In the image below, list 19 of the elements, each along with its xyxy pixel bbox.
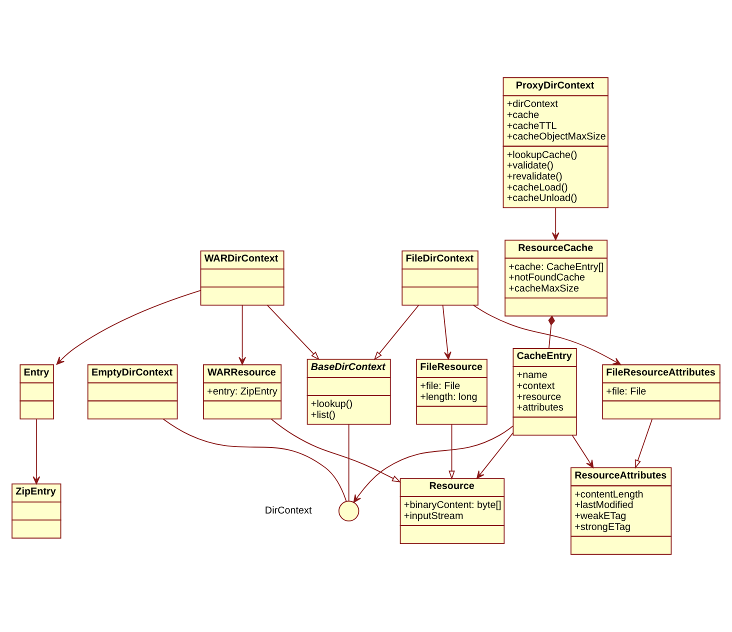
connector xyxy=(162,418,347,502)
arrow xyxy=(374,304,420,360)
arrow xyxy=(56,290,202,365)
arrow xyxy=(442,304,452,360)
arrow xyxy=(270,418,402,482)
connector xyxy=(348,424,350,502)
arrow xyxy=(473,304,622,366)
connector xyxy=(548,315,556,349)
node-circle xyxy=(338,500,360,522)
arrow xyxy=(32,418,40,484)
arrow xyxy=(238,304,246,365)
arrow xyxy=(266,304,320,360)
arrow xyxy=(476,432,514,479)
arrow xyxy=(572,435,594,468)
node-label: DirContext xyxy=(264,506,312,517)
arrow xyxy=(353,426,514,503)
arrow xyxy=(634,418,653,469)
arrow xyxy=(448,424,455,480)
arrow xyxy=(552,208,560,240)
